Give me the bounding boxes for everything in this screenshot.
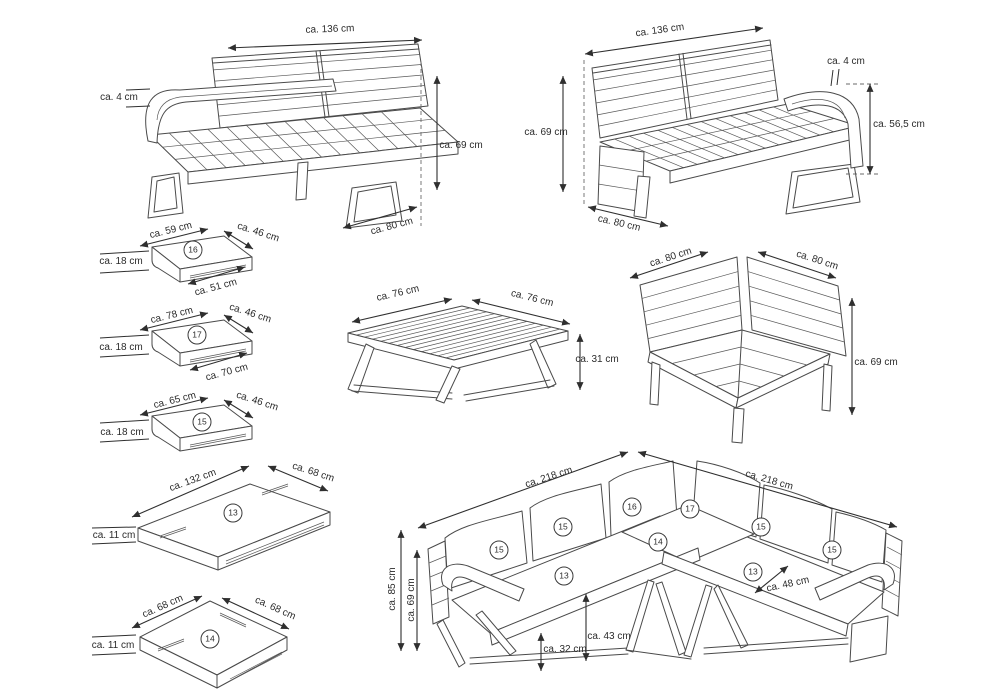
dim-sofa-seat-height: ca. 43 cm — [587, 631, 631, 642]
bench-right-arm-drawing — [559, 25, 879, 228]
table-drawing — [347, 297, 584, 404]
dim-cushion17-thickness: ca. 18 cm — [99, 342, 143, 353]
dim-bench-right-arm: ca. 4 cm — [827, 56, 865, 67]
dim-corner-height: ca. 69 cm — [854, 357, 898, 368]
part-number-17: 17 — [187, 325, 207, 345]
back-cushion-17-drawing — [99, 311, 254, 372]
part-number-16: 16 — [183, 240, 203, 260]
sofa-back-cushion-4: 17 — [680, 499, 700, 519]
sofa-seat-cushion-1: 13 — [554, 566, 574, 586]
corner-module-drawing — [629, 251, 856, 444]
dim-table-height: ca. 31 cm — [575, 354, 619, 365]
bench-left-arm-drawing — [125, 36, 459, 230]
sofa-seat-cushion-2: 14 — [648, 532, 668, 552]
sofa-seat-cushion-3: 13 — [743, 562, 763, 582]
part-number-14: 14 — [200, 629, 220, 649]
sofa-back-cushion-6: 15 — [822, 540, 842, 560]
sofa-back-cushion-5: 15 — [751, 517, 771, 537]
back-cushion-15-drawing — [99, 396, 254, 452]
dim-cushion16-thickness: ca. 18 cm — [99, 256, 143, 267]
dim-sofa-clearance: ca. 32 cm — [543, 644, 587, 655]
dim-bench-left-height: ca. 69 cm — [439, 140, 483, 151]
dim-cushion15-thickness: ca. 18 cm — [100, 427, 144, 438]
part-number-13: 13 — [223, 503, 243, 523]
corner-sofa-drawing — [397, 450, 903, 671]
dim-sofa-frame-height: ca. 69 cm — [406, 578, 417, 622]
sofa-back-cushion-1: 15 — [489, 540, 509, 560]
dim-bench-left-width: ca. 136 cm — [305, 23, 355, 36]
dim-cushion14-thickness: ca. 11 cm — [91, 640, 135, 651]
dim-bench-left-arm: ca. 4 cm — [100, 92, 138, 103]
sofa-back-cushion-3: 16 — [622, 497, 642, 517]
dim-bench-right-arm-height: ca. 56,5 cm — [873, 119, 925, 130]
sofa-back-cushion-2: 15 — [553, 517, 573, 537]
seat-cushion-13-drawing — [91, 465, 331, 571]
dim-cushion13-thickness: ca. 11 cm — [92, 530, 136, 541]
dim-sofa-back-height: ca. 85 cm — [387, 567, 398, 611]
dim-bench-right-height: ca. 69 cm — [524, 127, 568, 138]
part-number-15: 15 — [192, 412, 212, 432]
